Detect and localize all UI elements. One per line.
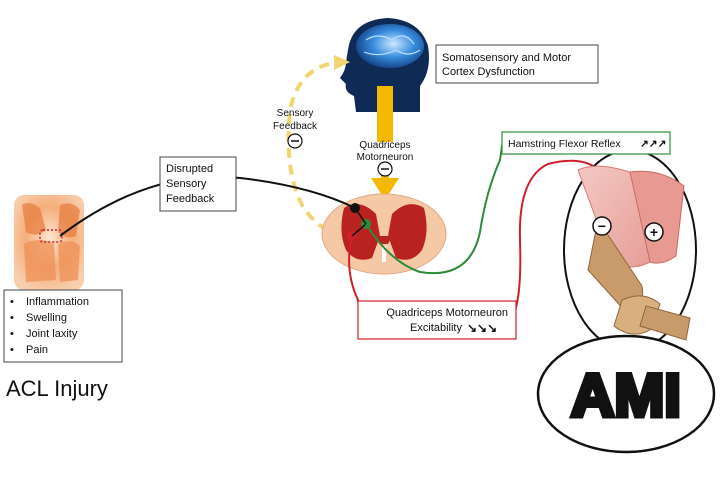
sensory-feedback-label-1: Sensory [277, 108, 314, 119]
symptom-bullet: • [10, 296, 14, 308]
descending-arrow [377, 86, 393, 142]
head-with-brain-icon [340, 18, 429, 112]
cortex-label-2: Cortex Dysfunction [442, 66, 535, 78]
excitation-icon [644, 222, 664, 242]
hamstring-reflex-box [501, 131, 671, 155]
hamstring-reflex-label: Hamstring Flexor Reflex [508, 138, 621, 150]
symptom-bullet: • [10, 312, 14, 324]
ami-label: AMI [571, 362, 681, 429]
disrupted-label-3: Feedback [166, 193, 215, 205]
inhibition-icon [592, 216, 612, 236]
disrupted-label-1: Disrupted [166, 163, 213, 175]
quad-motorneuron-label-1: Quadriceps [359, 140, 410, 151]
disrupted-feedback-box [159, 156, 237, 212]
hamstring-up-arrows: ↗↗↗ [640, 138, 666, 150]
symptom-bullet: • [10, 344, 14, 356]
disrupted-label-2: Sensory [166, 178, 207, 190]
quad-excitability-box [357, 300, 517, 340]
symptom-item: Swelling [26, 312, 67, 324]
feedback-arrowhead [334, 55, 350, 70]
green-hamstring-path [365, 145, 657, 275]
cortex-label-1: Somatosensory and Motor [442, 52, 571, 64]
acl-injury-label: ACL Injury [6, 376, 108, 401]
spinal-cord-cross-section-icon [321, 193, 447, 275]
symptom-item: Joint laxity [26, 328, 78, 340]
knee-joint-icon [14, 195, 84, 290]
symptom-item: Pain [26, 344, 48, 356]
quad-excitability-label-2: Excitability [410, 322, 462, 334]
sensory-feedback-loop [286, 60, 347, 234]
excitation-sign: + [650, 224, 658, 240]
symptom-item: Inflammation [26, 296, 89, 308]
leg-muscles-icon [577, 165, 691, 341]
inhibition-sign: − [598, 218, 606, 234]
ami-oval [536, 334, 716, 454]
quad-down-arrows: ↘↘↘ [467, 321, 497, 335]
symptoms-box [3, 289, 123, 363]
cortex-box [435, 44, 599, 84]
quad-excitability-label-1: Quadriceps Motorneuron [386, 307, 508, 319]
quad-motorneuron-label-2: Motorneuron [357, 152, 414, 163]
symptom-bullet: • [10, 328, 14, 340]
sensory-feedback-label-2: Feedback [273, 121, 318, 132]
